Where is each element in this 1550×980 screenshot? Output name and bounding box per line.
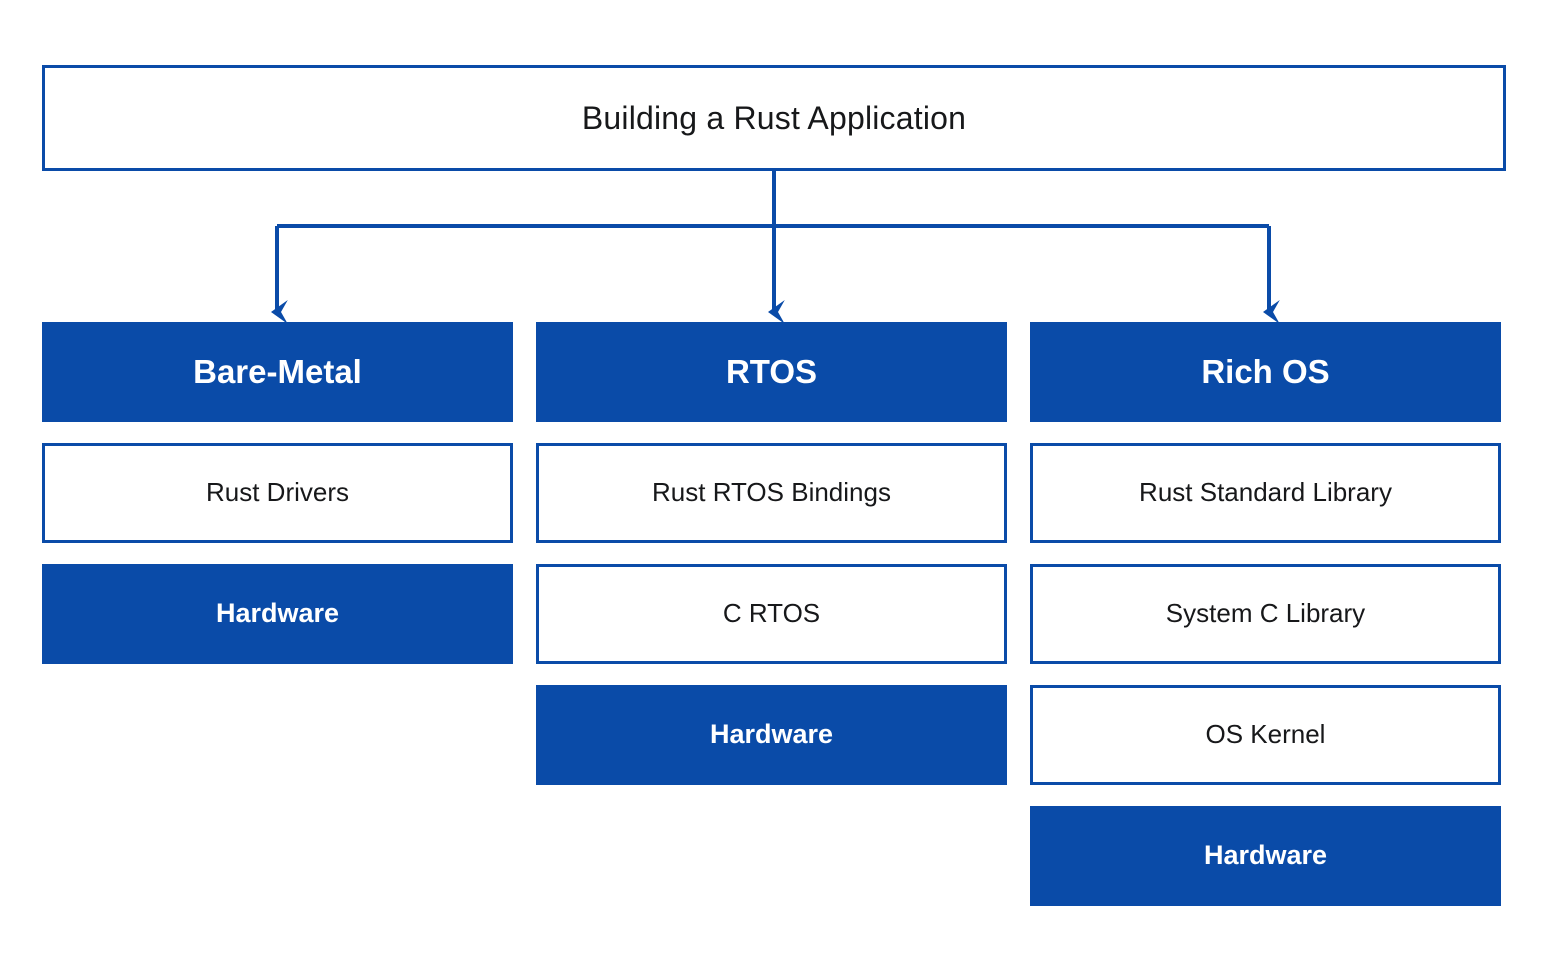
layer-node-c-rtos[interactable]: C RTOS	[536, 564, 1007, 664]
layer-node-label: System C Library	[1165, 598, 1366, 629]
root-node-building-a-rust-application[interactable]: Building a Rust Application	[42, 65, 1506, 171]
layer-node-hardware[interactable]: Hardware	[536, 685, 1007, 785]
column-rich-os: Rich OS Rust Standard Library System C L…	[1030, 322, 1501, 927]
layer-node-label: Hardware	[1203, 840, 1328, 871]
layer-node-rust-standard-library[interactable]: Rust Standard Library	[1030, 443, 1501, 543]
layer-node-label: Rust Standard Library	[1139, 477, 1392, 508]
layer-node-label: Hardware	[215, 598, 340, 629]
layer-node-label: OS Kernel	[1205, 719, 1326, 750]
column-header-label: Bare-Metal	[193, 353, 362, 391]
layer-node-rust-drivers[interactable]: Rust Drivers	[42, 443, 513, 543]
column-header-label: RTOS	[725, 353, 818, 391]
layer-node-label: C RTOS	[722, 598, 821, 629]
layer-node-label: Rust RTOS Bindings	[652, 477, 891, 508]
layer-node-hardware[interactable]: Hardware	[1030, 806, 1501, 906]
layer-node-rust-rtos-bindings[interactable]: Rust RTOS Bindings	[536, 443, 1007, 543]
layer-node-label: Rust Drivers	[205, 477, 349, 508]
column-header-label: Rich OS	[1201, 353, 1330, 391]
layer-node-os-kernel[interactable]: OS Kernel	[1030, 685, 1501, 785]
column-bare-metal: Bare-Metal Rust Drivers Hardware	[42, 322, 513, 685]
column-header-rtos[interactable]: RTOS	[536, 322, 1007, 422]
column-rtos: RTOS Rust RTOS Bindings C RTOS Hardware	[536, 322, 1007, 806]
column-header-rich-os[interactable]: Rich OS	[1030, 322, 1501, 422]
layer-node-system-c-library[interactable]: System C Library	[1030, 564, 1501, 664]
layer-node-hardware[interactable]: Hardware	[42, 564, 513, 664]
root-node-label: Building a Rust Application	[581, 99, 967, 136]
column-header-bare-metal[interactable]: Bare-Metal	[42, 322, 513, 422]
layer-node-label: Hardware	[709, 719, 834, 750]
